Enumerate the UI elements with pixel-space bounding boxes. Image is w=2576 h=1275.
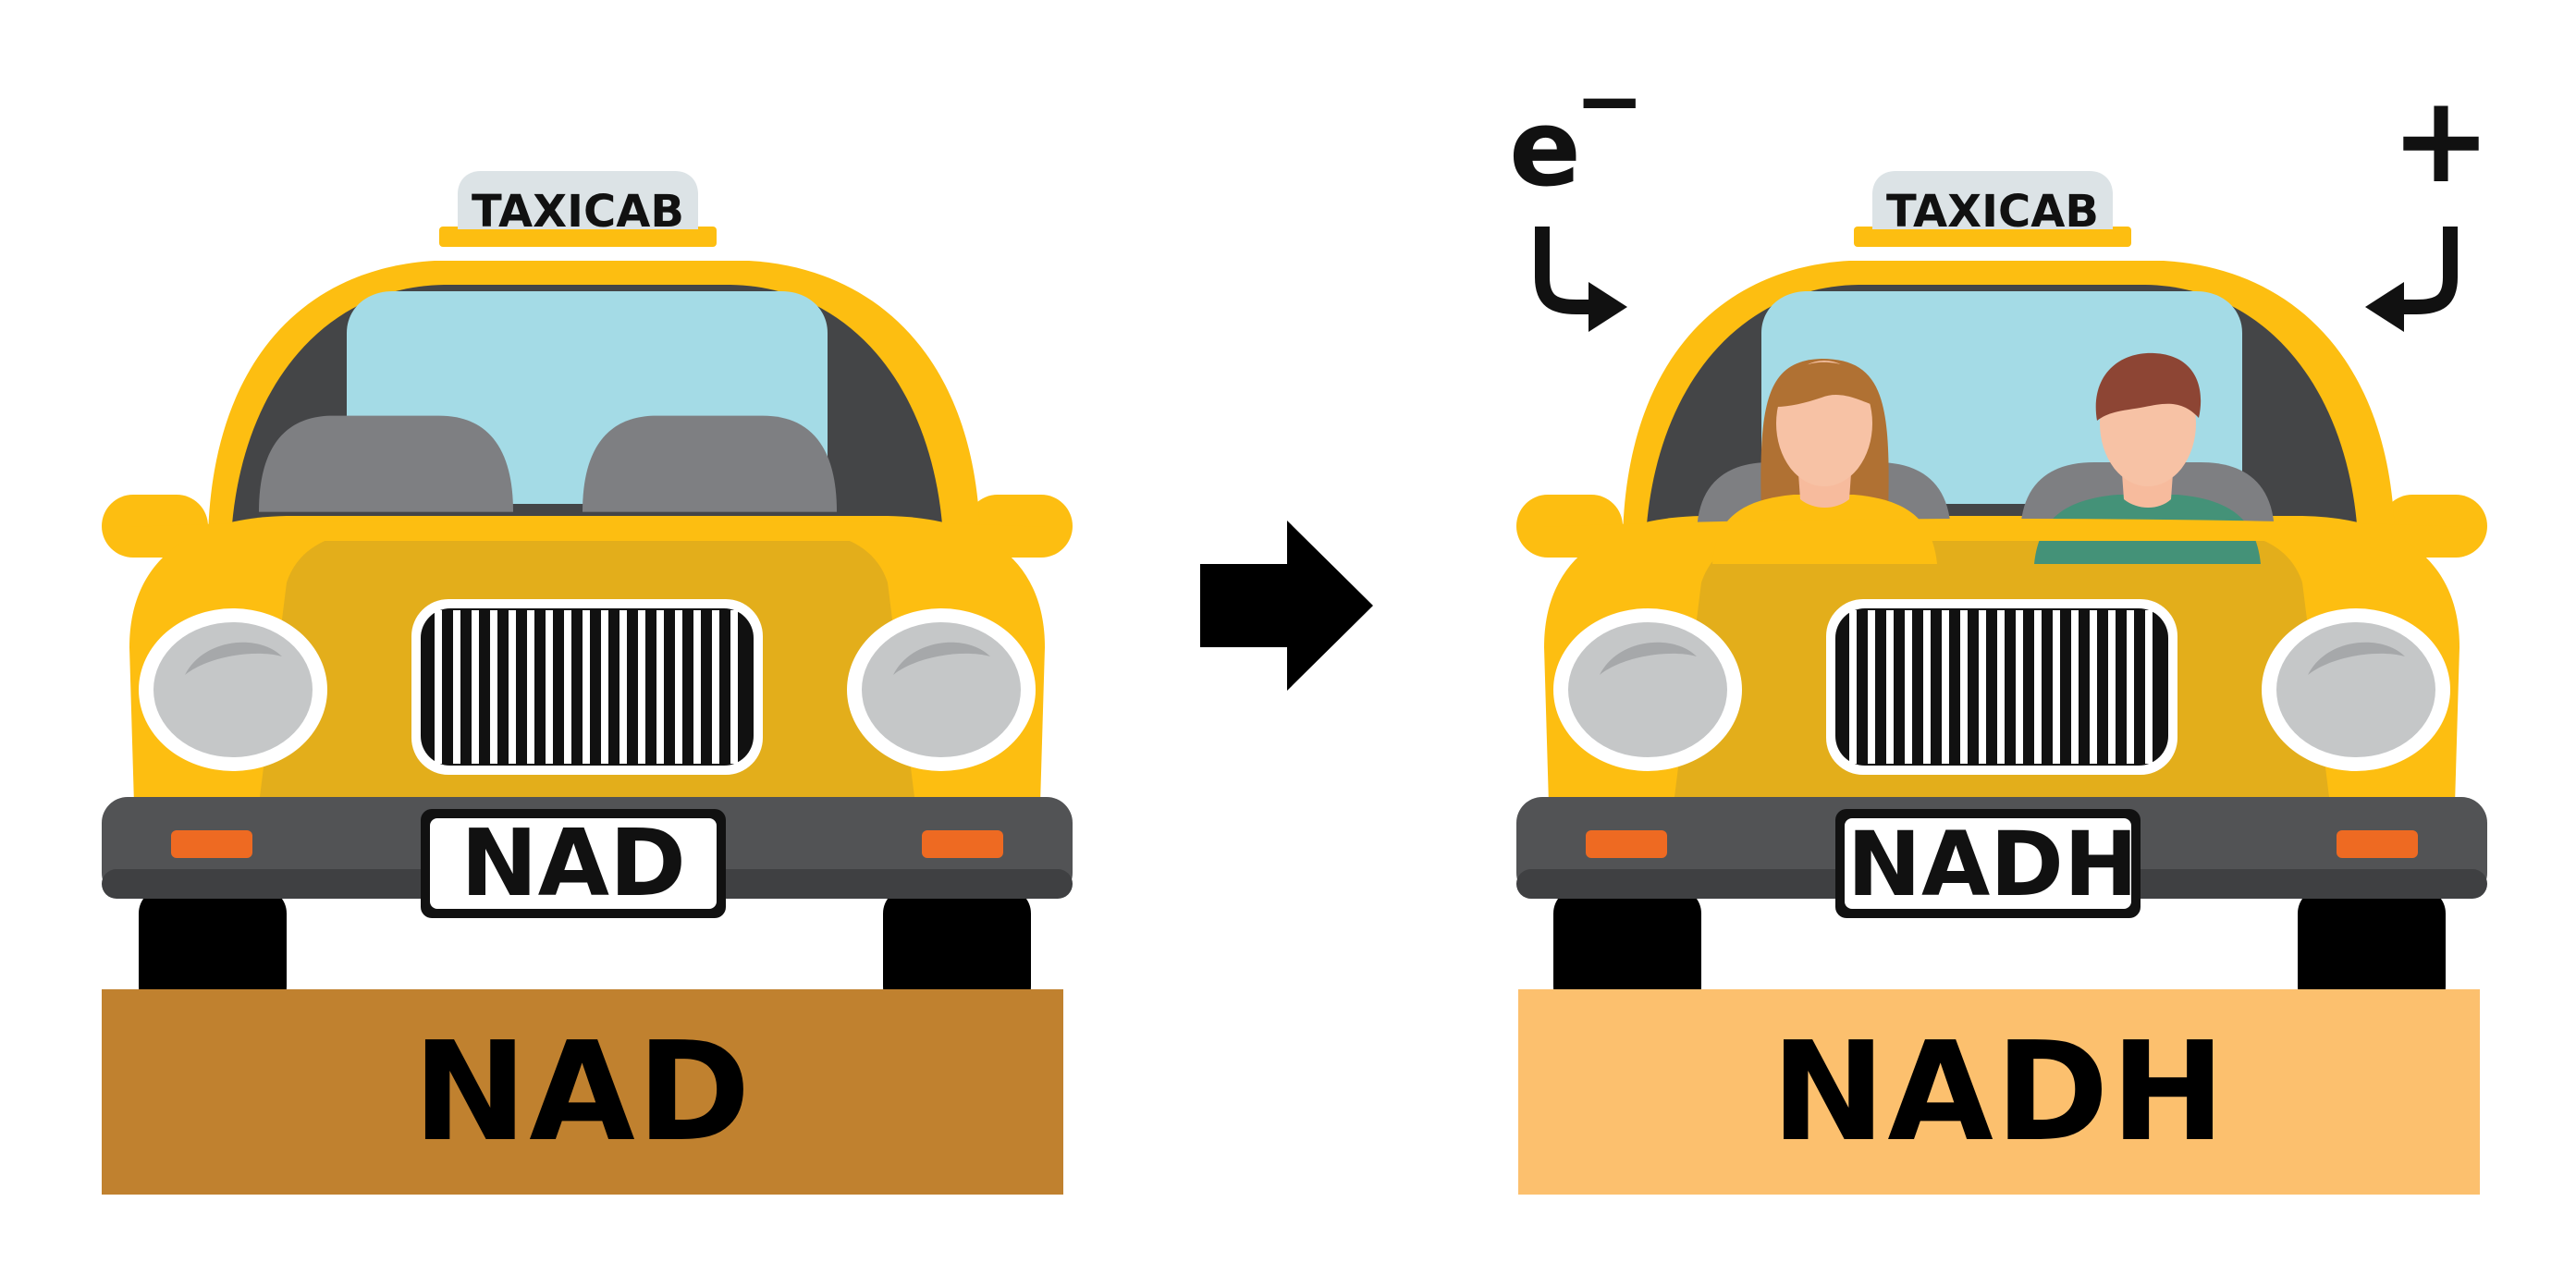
curved-arrow-icon [1589, 282, 1627, 332]
nadh-label: NADH [1518, 989, 2480, 1195]
curved-arrow-icon [1535, 227, 1592, 314]
license-plate: NAD [460, 809, 686, 917]
reaction-arrow-icon [1200, 521, 1373, 691]
nadh-label-text: NADH [1771, 1012, 2227, 1171]
taxi-car-icon: TAXICAB NADH [1516, 171, 2487, 1012]
nad-label-text: NAD [412, 1012, 753, 1171]
curved-arrow-icon [2400, 227, 2458, 314]
curved-arrow-icon [2365, 282, 2404, 332]
proton-symbol: + [2391, 69, 2492, 210]
roof-sign: TAXICAB [472, 186, 684, 238]
roof-sign: TAXICAB [1886, 186, 2099, 238]
license-plate: NADH [1847, 813, 2139, 916]
nad-label: NAD [102, 989, 1063, 1195]
taxi-car-icon: TAXICAB NAD [102, 171, 1073, 1012]
electron-symbol: e [1509, 87, 1581, 211]
electron-charge: − [1575, 53, 1644, 150]
